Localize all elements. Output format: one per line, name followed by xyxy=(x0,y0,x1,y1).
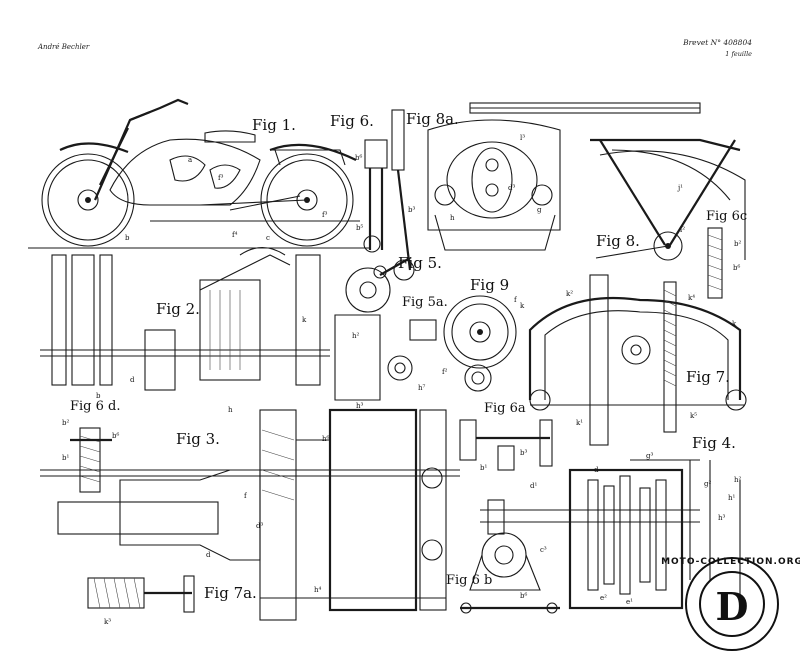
fig7a-spring: k³ Fig 7a. xyxy=(87,575,257,626)
svg-text:c: c xyxy=(266,234,270,242)
svg-text:d: d xyxy=(206,551,211,559)
svg-text:b⁶: b⁶ xyxy=(112,432,119,440)
fig7-stand: k² k⁴ k k k¹ k⁵ Fig 7. xyxy=(520,274,747,446)
svg-text:d³: d³ xyxy=(256,522,263,530)
svg-text:d³: d³ xyxy=(508,184,515,192)
svg-text:e²: e² xyxy=(600,594,607,602)
svg-text:k: k xyxy=(302,316,307,324)
svg-text:k²: k² xyxy=(566,290,573,298)
fig4-gearbox: g³ g² h¹ h³ h² d d¹ e² e¹ Fig 4. xyxy=(480,434,742,610)
svg-text:h²: h² xyxy=(352,332,360,340)
svg-text:f⁴: f⁴ xyxy=(232,231,238,239)
svg-text:g³: g³ xyxy=(646,452,653,460)
fig4-label: Fig 4. xyxy=(692,434,736,452)
fig5-hub: Fig 5. xyxy=(345,254,442,313)
svg-text:h⁷: h⁷ xyxy=(418,384,426,392)
svg-text:g: g xyxy=(537,206,542,214)
svg-text:h⁴: h⁴ xyxy=(314,586,322,594)
svg-text:b: b xyxy=(96,392,101,400)
inventor-name: André Bechler xyxy=(38,43,90,51)
svg-text:b¹: b¹ xyxy=(480,464,487,472)
fig2-label: Fig 2. xyxy=(156,300,200,318)
svg-text:k¹: k¹ xyxy=(576,419,583,427)
svg-text:b²: b² xyxy=(734,240,741,248)
svg-text:k³: k³ xyxy=(104,618,111,626)
fig7-label: Fig 7. xyxy=(686,368,730,386)
watermark-text: MOTO-COLLECTION.ORG xyxy=(661,557,800,567)
svg-text:b³: b³ xyxy=(520,449,527,457)
fig2-engine: d b k h Fig 2. xyxy=(40,246,330,414)
svg-text:h²: h² xyxy=(734,476,742,484)
svg-text:k⁴: k⁴ xyxy=(688,294,695,302)
svg-text:f: f xyxy=(514,296,518,304)
svg-text:k: k xyxy=(520,302,525,310)
svg-text:b⁶: b⁶ xyxy=(520,592,527,600)
svg-text:d: d xyxy=(594,466,599,474)
sheet-count: 1 feuille xyxy=(725,50,752,58)
svg-text:c³: c³ xyxy=(540,546,547,554)
fig6a-label: Fig 6a xyxy=(484,401,526,416)
svg-text:h: h xyxy=(450,214,455,222)
fig6c-label: Fig 6c xyxy=(706,209,747,224)
patent-number: Brevet N° 408804 xyxy=(683,38,752,47)
fig7a-label: Fig 7a. xyxy=(204,584,257,602)
fig5-label: Fig 5. xyxy=(398,254,442,272)
svg-text:k: k xyxy=(732,320,737,328)
fig5a-detail: h² h⁷ Fig 5a. xyxy=(334,295,448,401)
moto-collection-logo: MOTO-COLLECTION.ORG D xyxy=(661,557,800,651)
svg-text:j¹: j¹ xyxy=(677,184,683,192)
svg-text:d¹: d¹ xyxy=(530,482,537,490)
fig1-motorcycle: a f³ b c f⁴ f³ Fig 1. xyxy=(28,98,370,249)
svg-text:h¹: h¹ xyxy=(728,494,736,502)
svg-text:b⁶: b⁶ xyxy=(355,154,362,162)
svg-text:f³: f³ xyxy=(218,174,224,182)
svg-text:f²: f² xyxy=(442,368,448,376)
watermark-letter: D xyxy=(716,584,749,629)
fig9-gear: f f² Fig 9 xyxy=(442,276,518,392)
fig6a-shaft: b¹ b³ Fig 6a xyxy=(459,401,553,472)
svg-text:f³: f³ xyxy=(322,211,328,219)
fig6-fork: b⁶ b⁵ b³ Fig 6. xyxy=(330,109,415,281)
svg-text:h³: h³ xyxy=(718,514,726,522)
fig8-label: Fig 8. xyxy=(596,232,640,250)
fig9-label: Fig 9 xyxy=(470,276,509,294)
svg-text:h³: h³ xyxy=(356,402,364,410)
svg-text:k⁵: k⁵ xyxy=(690,412,697,420)
svg-text:h: h xyxy=(228,406,233,414)
fig3-drive: d f d³ h⁴ h³ h⁶ Fig 3. xyxy=(40,402,460,621)
svg-text:b: b xyxy=(125,234,130,242)
fig8-carrier: j¹ l² Fig 8. xyxy=(590,138,746,261)
fig8a-rear: l³ d³ h g Fig 8a. xyxy=(406,102,701,251)
svg-text:l²: l² xyxy=(680,226,685,234)
svg-text:f: f xyxy=(244,492,248,500)
svg-text:b¹: b¹ xyxy=(62,454,69,462)
fig6c-spring: b² b⁶ Fig 6c xyxy=(706,209,747,299)
fig3-label: Fig 3. xyxy=(176,430,220,448)
svg-text:b²: b² xyxy=(62,419,69,427)
fig1-label: Fig 1. xyxy=(252,116,296,134)
svg-text:g²: g² xyxy=(704,480,711,488)
fig8a-label: Fig 8a. xyxy=(406,110,459,128)
fig6d-spring: b² b⁶ b¹ Fig 6 d. xyxy=(62,399,121,493)
fig6-label: Fig 6. xyxy=(330,112,374,130)
svg-text:d: d xyxy=(130,376,135,384)
fig6b-label: Fig 6 b xyxy=(446,573,492,588)
svg-text:b⁶: b⁶ xyxy=(733,264,740,272)
fig5a-label: Fig 5a. xyxy=(402,295,448,310)
svg-text:b⁵: b⁵ xyxy=(356,224,363,232)
fig6b-hub: c³ b⁶ Fig 6 b xyxy=(446,532,560,614)
svg-text:a: a xyxy=(188,156,192,164)
svg-text:e¹: e¹ xyxy=(626,598,633,606)
fig6d-label: Fig 6 d. xyxy=(70,399,121,414)
svg-text:b³: b³ xyxy=(408,206,415,214)
svg-text:l³: l³ xyxy=(520,134,525,142)
svg-text:h⁶: h⁶ xyxy=(322,435,330,443)
